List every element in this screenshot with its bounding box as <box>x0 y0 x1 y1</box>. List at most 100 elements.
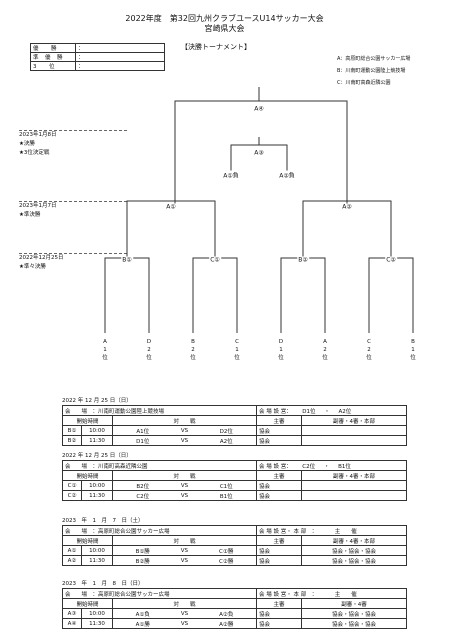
head-time: 開始時間 <box>62 415 113 426</box>
round-divider <box>19 201 127 202</box>
setup-team-b: A2位 <box>338 408 352 415</box>
match-id: B① <box>62 425 82 436</box>
round-date: 2023年1月8日 <box>19 132 57 138</box>
schedule-table-2: 会 場 ：川南町高森近隣公園 会 場 設 営： C2位 ・ B1位 開始時間 対… <box>62 460 407 501</box>
seed-6: A 2 位 <box>319 338 331 362</box>
table-row: A② 11:30 B②勝 VS C②勝 協会 協会・協会・協会 <box>62 555 407 566</box>
table-row: B② 11:30 D1位 VS A2位 協会 <box>62 435 407 446</box>
match-time: 11:30 <box>81 555 113 566</box>
head-referee: 主審 <box>256 470 302 481</box>
match-time: 10:00 <box>81 608 113 619</box>
schedule-venue: 会 場 ：川南町運動公園陸上競技場 <box>62 405 257 416</box>
seed-rank: 1 <box>235 347 239 353</box>
seed-suffix: 位 <box>278 355 284 361</box>
seed-group: A <box>323 339 327 345</box>
vs-label: VS <box>172 555 197 566</box>
referee: 協会 <box>256 618 302 629</box>
venue-a: A：高原町総合公園サッカー広場 <box>337 56 411 62</box>
tournament-label: 【決勝トーナメント】 <box>181 43 251 51</box>
schedule-venue-row: 会 場 ：川南町運動公園陸上競技場 会 場 設 営： D1位 ・ A2位 <box>62 405 407 416</box>
setup-label: 会 場 設 営・ 本 部 ： <box>259 591 318 598</box>
assistants: 協会・協会・協会 <box>301 555 407 566</box>
round-item: ★決勝 <box>19 141 35 147</box>
schedule-date-1: 2022 年 12 月 25 日（日） <box>62 398 132 404</box>
schedule-date-3: 2023 年 1 月 7 日（土） <box>62 518 144 524</box>
seed-group: C <box>235 339 239 345</box>
match-id: A① <box>62 545 82 556</box>
head-assistants: 副審・4審・本部 <box>301 535 407 546</box>
venue-b: B：川南町運動公園陸上競技場 <box>337 68 406 74</box>
venue-c: C：川南町高森近隣公園 <box>337 80 391 86</box>
head-assistants: 副審・4審・本部 <box>301 415 407 426</box>
qf-3-connector <box>280 257 326 333</box>
head-referee: 主審 <box>256 535 302 546</box>
seed-suffix: 位 <box>410 355 416 361</box>
head-match: 対 戦 <box>112 535 257 546</box>
document-title: 2022年度 第32回九州クラブユースU14サッカー大会 <box>125 14 324 23</box>
referee: 協会 <box>256 490 302 501</box>
schedule-date-4: 2023 年 1 月 8 日（日） <box>62 581 144 587</box>
seed-suffix: 位 <box>190 355 196 361</box>
table-row: B① 10:00 A1位 VS D2位 協会 <box>62 425 407 436</box>
match-time: 10:00 <box>81 425 113 436</box>
team-away: C②勝 <box>196 555 258 566</box>
match-id: A④ <box>62 618 82 629</box>
schedule-venue: 会 場 ：高原町総合公園サッカー広場 <box>62 588 257 599</box>
setup-sep: ・ <box>324 408 330 415</box>
setup-organizer: 主 催 <box>334 591 357 598</box>
vs-label: VS <box>172 425 197 436</box>
result-row-third: 3 位 ： <box>30 61 165 71</box>
results-table: 優 勝 ： 準 優 勝 ： 3 位 ： <box>30 43 165 71</box>
assistants <box>301 490 407 501</box>
node-third-right: A②負 <box>278 170 296 180</box>
head-match: 対 戦 <box>112 470 257 481</box>
node-third: A③ <box>253 149 265 157</box>
round-divider <box>19 253 127 254</box>
seed-suffix: 位 <box>322 355 328 361</box>
seed-rank: 2 <box>191 347 195 353</box>
assistants: 協会・協会・協会 <box>301 608 407 619</box>
match-time: 11:30 <box>81 435 113 446</box>
round-item: ★準々決勝 <box>19 264 46 270</box>
table-row: C① 10:00 B2位 VS C1位 協会 <box>62 480 407 491</box>
node-final: A④ <box>253 105 265 113</box>
vs-label: VS <box>172 480 197 491</box>
table-row: A④ 11:30 A①勝 VS A②勝 協会 協会・協会・協会 <box>62 618 407 629</box>
assistants <box>301 435 407 446</box>
team-home: B①勝 <box>112 545 173 556</box>
team-home: B②勝 <box>112 555 173 566</box>
node-qf-3: B② <box>297 256 309 264</box>
setup-label: 会 場 設 営： <box>259 463 292 470</box>
seed-group: B <box>411 339 415 345</box>
team-away: D2位 <box>196 425 257 436</box>
schedule-venue-row: 会 場 ：高原町総合公園サッカー広場 会 場 設 営・ 本 部 ： 主 催 <box>62 588 407 599</box>
schedule-table-3: 会 場 ：高原町総合公園サッカー広場 会 場 設 営・ 本 部 ： 主 催 開始… <box>62 525 407 566</box>
setup-team-b: B1位 <box>338 463 351 470</box>
assistants: 協会・協会・協会 <box>301 545 407 556</box>
round-final: 2023年1月8日 ★決勝 ★3位決定戦 <box>19 130 127 158</box>
head-time: 開始時間 <box>62 535 113 546</box>
referee: 協会 <box>256 480 302 491</box>
match-time: 11:30 <box>81 618 113 629</box>
team-away: B1位 <box>196 490 257 501</box>
seed-rank: 1 <box>411 347 415 353</box>
vs-label: VS <box>172 435 197 446</box>
schedule-venue-row: 会 場 ：川南町高森近隣公園 会 場 設 営： C2位 ・ B1位 <box>62 460 407 471</box>
seed-suffix: 位 <box>366 355 372 361</box>
document-subtitle: 宮崎県大会 <box>204 24 245 33</box>
round-date: 2023年1月7日 <box>19 203 57 209</box>
head-referee: 主審 <box>256 598 302 609</box>
seed-rank: 2 <box>367 347 371 353</box>
setup-organizer: 主 催 <box>334 528 357 535</box>
team-home: A1位 <box>112 425 173 436</box>
node-qf-4: C② <box>385 256 397 264</box>
round-divider <box>19 130 127 131</box>
round-item: ★準決勝 <box>19 212 41 218</box>
head-referee: 主審 <box>256 415 302 426</box>
seed-rank: 2 <box>323 347 327 353</box>
qf-2-connector <box>192 257 238 333</box>
qf-1-connector <box>104 257 150 333</box>
team-away: A2位 <box>196 435 257 446</box>
